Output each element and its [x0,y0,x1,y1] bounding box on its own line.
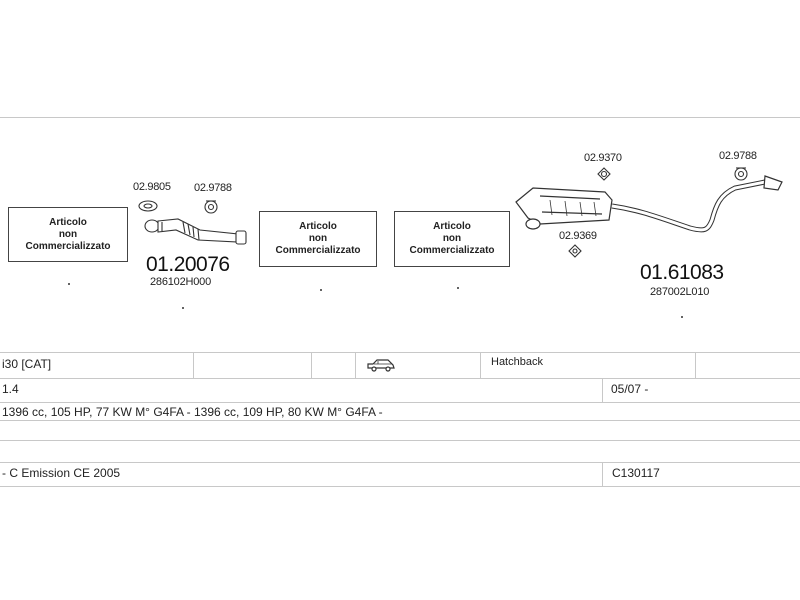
accessory-code-gasket[interactable]: 02.9369 [559,230,597,242]
rear-muffler-icon [515,175,783,233]
part-code-rear-section[interactable]: 01.61083 [640,261,724,284]
table-col-divider [311,352,312,378]
hatchback-car-icon [366,358,396,377]
not-marketed-line1: Articolo [49,216,87,228]
table-line [0,486,800,487]
table-line [0,352,800,353]
not-marketed-line3: Commercializzato [25,240,111,252]
table-line [0,420,800,421]
gasket-icon [138,200,158,212]
table-col-divider [193,352,194,378]
position-dot [182,307,184,309]
position-dot [681,316,683,318]
position-dot [68,283,70,285]
not-marketed-line3: Commercializzato [275,245,361,256]
engine-size: 1.4 [2,382,19,396]
not-marketed-box-2: Articolo non Commercializzato [259,211,377,267]
oem-ref-front-pipe: 286102H000 [150,276,212,288]
table-col-divider [355,352,356,378]
part-code-front-pipe[interactable]: 01.20076 [146,253,230,276]
clamp-icon [204,200,218,214]
accessory-code-clamp[interactable]: 02.9788 [194,182,232,194]
clamp-icon [734,167,748,181]
not-marketed-line1: Articolo [433,221,471,232]
diagram-top-border [0,117,800,118]
table-col-divider [695,352,696,378]
table-line [0,462,800,463]
accessory-code-rubber-mount[interactable]: 02.9370 [584,152,622,164]
position-dot [320,289,322,291]
not-marketed-line2: non [308,233,328,244]
not-marketed-box-1: Articolo non Commercializzato [8,207,128,262]
position-dot [457,287,459,289]
accessory-code-clamp[interactable]: 02.9788 [719,150,757,162]
gasket-icon [568,244,582,258]
accessory-code-gasket[interactable]: 02.9805 [133,181,171,193]
not-marketed-line3: Commercializzato [409,245,495,256]
not-marketed-box-3: Articolo non Commercializzato [394,211,510,267]
body-type: Hatchback [491,356,543,368]
production-date: 05/07 - [611,382,649,396]
table-col-divider [602,462,603,486]
rubber-mount-icon [597,167,611,181]
not-marketed-line2: non [58,228,78,240]
emission-standard: - C Emission CE 2005 [2,466,121,480]
table-line [0,402,800,403]
table-line [0,440,800,441]
table-col-divider [480,352,481,378]
not-marketed-line2: non [442,233,462,244]
model-name: i30 [CAT] [2,357,52,371]
table-line [0,378,800,379]
front-pipe-icon [144,218,247,245]
catalog-code: C130117 [612,466,660,480]
not-marketed-line1: Articolo [299,221,337,232]
oem-ref-rear-section: 287002L010 [650,286,710,298]
engine-description: 1396 cc, 105 HP, 77 KW M° G4FA - 1396 cc… [2,405,383,419]
table-col-divider [602,378,603,402]
